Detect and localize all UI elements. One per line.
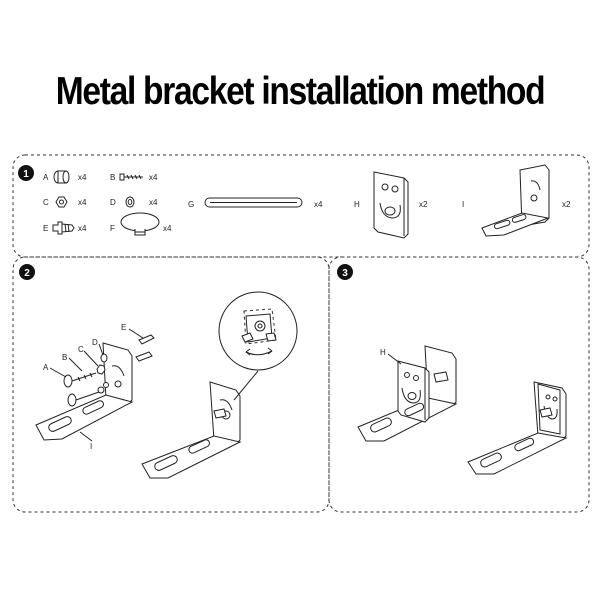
svg-text:2: 2 [24,268,30,279]
part-c-qty: x4 [78,198,87,207]
part-e-qty: x4 [78,224,87,233]
step2-label-a: A [43,363,49,372]
svg-text:1: 1 [23,169,29,180]
detail-magnifier [218,291,298,401]
step2-label-i: I [90,442,92,451]
step2-label-e: E [121,323,126,332]
part-a-qty: x4 [78,173,87,182]
step2-label-b: B [62,353,67,362]
step3-badge: 3 [337,264,353,280]
cap-icon [53,170,70,184]
step2-exploded-bracket [35,328,155,442]
wall-anchor-icon [52,221,75,235]
part-h-qty: x2 [419,200,428,209]
page-title: Metal bracket installation method [55,70,546,113]
part-h-letter: H [354,200,360,209]
step1-badge: 1 [18,165,34,181]
svg-text:3: 3 [342,268,348,279]
step2-label-d: D [92,338,98,347]
step2-badge: 2 [19,264,35,280]
plate-bracket-icon [373,171,409,239]
part-d-letter: D [110,198,116,207]
part-g-letter: G [188,200,194,209]
step3-panel [328,256,590,513]
part-b-qty: x4 [149,173,158,182]
part-f-letter: F [110,224,115,233]
part-e-letter: E [43,224,48,233]
step3-assembled-bracket [467,381,568,475]
step3-label-h: H [380,348,386,357]
part-b-letter: B [110,173,115,182]
step3-bracket-with-plate [357,345,458,442]
strap-icon [204,197,303,208]
part-g-qty: x4 [314,200,323,209]
step2-assembled-bracket [141,381,242,479]
step2-panel [12,256,330,513]
part-d-qty: x4 [149,198,158,207]
nut-icon [55,196,68,208]
rubber-foot-icon [120,212,160,236]
l-bracket-icon [481,164,550,237]
washer-icon [125,196,135,208]
part-c-letter: C [43,198,49,207]
part-f-qty: x4 [163,224,172,233]
step2-label-c: C [78,345,84,354]
part-a-letter: A [43,173,49,182]
part-i-qty: x2 [562,200,571,209]
screw-icon [119,173,143,181]
part-i-letter: I [462,200,464,209]
